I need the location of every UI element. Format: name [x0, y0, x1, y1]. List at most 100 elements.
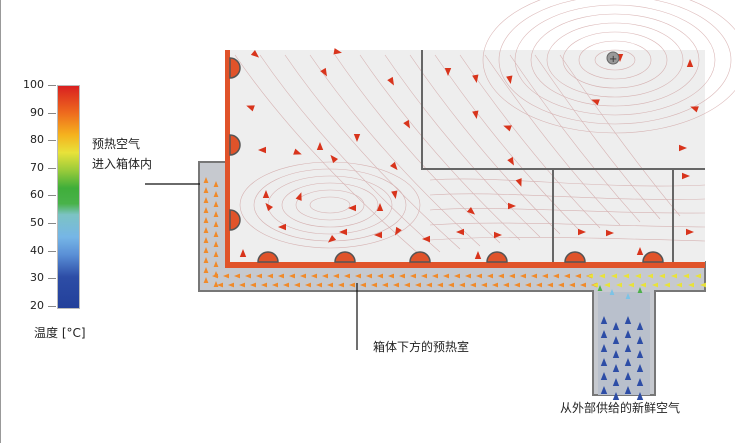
flow-arrow	[289, 273, 295, 279]
flow-arrow	[355, 273, 361, 279]
streamline-vortex	[295, 189, 365, 221]
heater-bottom	[409, 251, 431, 263]
heater-left	[229, 57, 241, 79]
colorbar-tick-mark	[48, 167, 56, 169]
flow-arrow	[213, 201, 219, 207]
flow-arrow	[459, 282, 465, 288]
streamline	[429, 178, 706, 187]
flow-arrow	[223, 273, 229, 279]
heater-bottom	[257, 251, 279, 263]
colorbar-tick-label: 60	[30, 188, 44, 202]
flow-arrow	[213, 221, 219, 227]
flow-arrow	[294, 282, 300, 288]
flow-arrow	[688, 282, 694, 288]
flow-arrow	[600, 330, 608, 338]
flow-arrow	[422, 235, 430, 243]
streamline	[284, 54, 461, 250]
annotation-preheat-chamber: 箱体下方的预热室	[373, 340, 470, 354]
flow-arrow	[695, 273, 701, 279]
flow-arrow	[536, 282, 542, 288]
flow-arrow	[234, 273, 240, 279]
flow-arrow	[203, 277, 209, 283]
flow-arrow	[250, 49, 260, 58]
flow-arrow	[203, 177, 209, 183]
flow-arrow	[636, 322, 644, 330]
colorbar-tick-label: 30	[30, 271, 44, 285]
flow-arrow	[487, 273, 493, 279]
flow-arrow	[686, 59, 694, 67]
flow-arrow	[609, 289, 615, 295]
flow-arrow	[322, 273, 328, 279]
streamline-vortex	[482, 0, 735, 134]
left-heated-wall	[225, 50, 230, 268]
heater-bottom	[564, 251, 586, 263]
colorbar-tick-mark	[48, 250, 56, 252]
streamline-vortex	[239, 161, 421, 249]
flow-arrow	[374, 231, 382, 239]
flow-arrow	[203, 217, 209, 223]
flow-arrow	[203, 207, 209, 213]
streamline	[509, 54, 641, 223]
flow-arrow	[403, 119, 410, 129]
flow-arrow	[520, 273, 526, 279]
flow-arrow	[262, 190, 270, 198]
flow-arrow	[213, 251, 219, 257]
box-interior	[228, 50, 705, 263]
flow-arrow	[600, 386, 608, 394]
flow-arrow	[564, 273, 570, 279]
flow-arrow	[410, 273, 416, 279]
flow-arrow	[327, 282, 333, 288]
streamline	[384, 54, 541, 238]
page-edge	[0, 0, 1, 443]
colorbar-title: 温度 [°C]	[34, 326, 86, 340]
flow-arrow	[213, 231, 219, 237]
flow-arrow	[515, 178, 522, 187]
streamline	[434, 54, 581, 232]
flow-arrow	[466, 206, 476, 215]
flow-arrow	[395, 226, 402, 236]
colorbar-tick-label: 20	[30, 298, 44, 312]
streamline-vortex	[309, 196, 351, 214]
flow-arrow	[391, 190, 398, 199]
flow-arrow	[278, 223, 286, 231]
flow-arrow	[203, 257, 209, 263]
flow-arrow	[599, 273, 605, 279]
flow-arrow	[700, 282, 706, 288]
flow-arrow	[652, 282, 658, 288]
flow-arrow	[624, 386, 632, 394]
flow-arrow	[330, 154, 339, 164]
streamline	[429, 208, 706, 214]
flow-arrow	[305, 282, 311, 288]
flow-arrow	[316, 282, 322, 288]
colorbar-tick-label: 100	[23, 78, 44, 91]
flow-arrow	[272, 282, 278, 288]
flow-arrow	[213, 261, 219, 267]
flow-arrow	[382, 282, 388, 288]
flow-arrow	[636, 378, 644, 386]
streamline	[334, 54, 501, 244]
flow-arrow	[624, 344, 632, 352]
flow-arrow	[542, 273, 548, 279]
flow-arrow	[476, 273, 482, 279]
flow-arrow	[481, 282, 487, 288]
flow-arrow	[690, 106, 699, 113]
flow-arrow	[474, 251, 482, 259]
flow-arrow	[443, 273, 449, 279]
flow-arrow	[258, 146, 266, 154]
flow-arrow	[640, 282, 646, 288]
flow-arrow	[366, 273, 372, 279]
flow-arrow	[421, 273, 427, 279]
heater-left	[229, 209, 241, 231]
colorbar-tick-label: 70	[30, 160, 44, 174]
flow-arrow	[213, 211, 219, 217]
flow-arrow	[679, 144, 687, 152]
partition-upper	[421, 50, 705, 170]
colorbar-tick-mark	[48, 195, 56, 197]
streamline	[259, 54, 441, 253]
flow-arrow	[228, 282, 234, 288]
flow-arrow	[388, 273, 394, 279]
flow-arrow	[612, 378, 620, 386]
flow-arrow	[569, 282, 575, 288]
annotation-preheated-air-1: 预热空气	[92, 137, 141, 151]
